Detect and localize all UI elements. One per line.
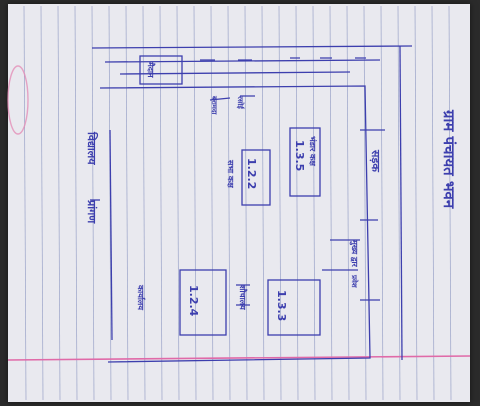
handwriting-layer: ग्राम पंचायत भवन सड़क विद्यालय प्रांगण 1…	[85, 61, 458, 321]
ruled-line-8	[159, 5, 163, 401]
room-1-box	[289, 127, 321, 197]
ruled-line-3	[74, 5, 78, 401]
plan-boundary-right	[399, 45, 403, 361]
ruled-lines	[23, 5, 452, 401]
room-2-caption: सभा कक्ष	[226, 159, 235, 189]
ruled-line-6	[125, 5, 129, 401]
ruled-line-18	[329, 5, 333, 401]
ruled-line-11	[210, 5, 214, 401]
room-1-caption: भंडार कक्ष	[308, 136, 317, 167]
room-4-caption: शौचालय	[238, 285, 248, 310]
ruled-line-23	[414, 5, 418, 401]
room-1-number: 1.3.5	[293, 140, 306, 171]
ruled-line-15	[278, 5, 282, 401]
ruled-line-17	[312, 5, 316, 401]
margin-line	[7, 355, 471, 361]
room-2-number: 1.2.2	[245, 158, 258, 189]
room-3-caption: कार्यालय	[136, 284, 146, 310]
side-label-1: बरामदा	[210, 95, 218, 116]
ruled-line-19	[346, 5, 350, 401]
left-label-2: प्रांगण	[85, 199, 98, 224]
room-3-box	[179, 269, 227, 336]
site-plan	[90, 45, 413, 363]
ruled-line-2	[57, 5, 61, 401]
ruled-line-25	[448, 5, 452, 401]
side-label-3: प्रवेश	[350, 274, 359, 289]
ruled-line-10	[193, 5, 197, 401]
ruled-line-5	[108, 5, 112, 401]
ruled-line-1	[40, 5, 44, 401]
notebook-page	[8, 4, 470, 402]
left-label: विद्यालय	[85, 131, 99, 165]
ruled-line-9	[176, 5, 180, 401]
ruled-line-16	[295, 5, 299, 401]
room-3-number: 1.2.4	[187, 285, 200, 317]
ruled-line-12	[227, 5, 231, 401]
ruled-line-0	[23, 5, 27, 401]
side-label-2: रसोई	[236, 95, 245, 110]
ruled-line-13	[244, 5, 248, 401]
ruled-line-20	[363, 5, 367, 401]
plan-boundary-top	[91, 45, 413, 49]
top-label: मैदान	[146, 61, 156, 78]
ruled-line-14	[261, 5, 265, 401]
ruled-line-24	[431, 5, 435, 401]
ruled-line-4	[91, 5, 95, 401]
road-label: सड़क	[369, 149, 382, 172]
room-2-box	[241, 149, 271, 206]
room-4-number: 1.3.3	[275, 290, 288, 321]
gate-label: मुख्य द्वार	[349, 239, 359, 268]
ruled-line-21	[380, 5, 384, 401]
plan-boundary	[99, 85, 371, 363]
stamp-mark	[7, 65, 29, 135]
room-4-box	[267, 279, 321, 336]
heading-text: ग्राम पंचायत भवन	[440, 109, 458, 209]
top-box	[139, 55, 183, 85]
ruled-line-7	[142, 5, 146, 401]
ruled-line-22	[397, 5, 401, 401]
